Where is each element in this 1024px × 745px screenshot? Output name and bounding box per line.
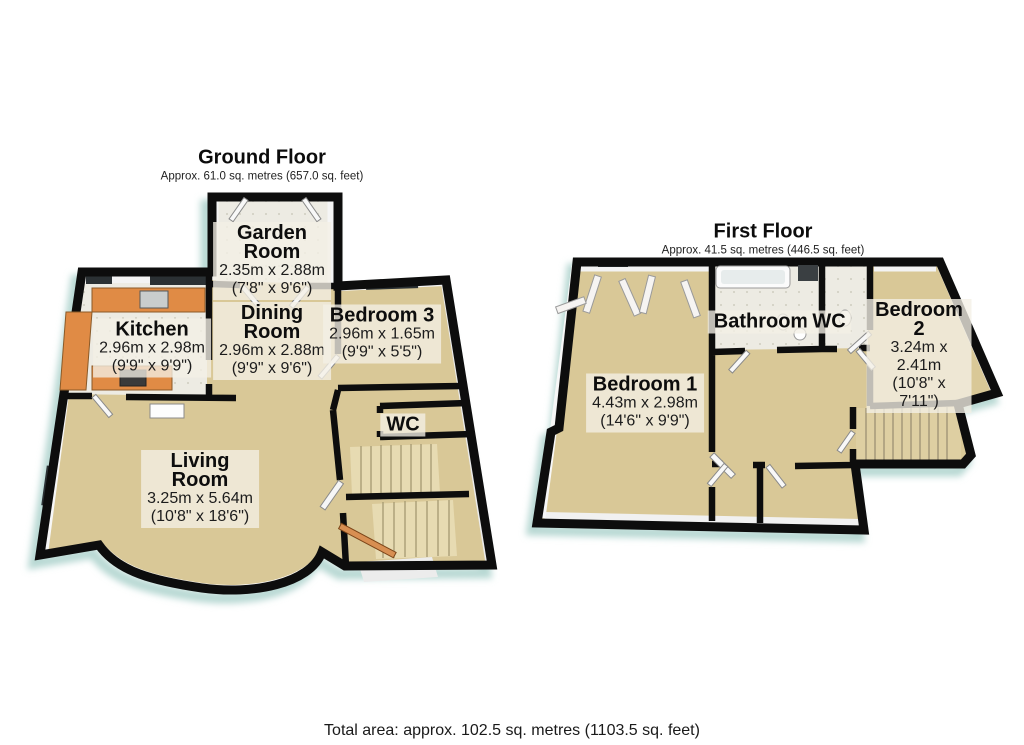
room-label-wc-first: WC: [806, 310, 852, 334]
living-door-leaf: [319, 479, 345, 511]
room-label-wc-ground: WC: [380, 413, 426, 437]
first-floor-title: First Floor: [713, 220, 813, 243]
kitchen-door-leaf: [91, 393, 114, 419]
room-name: Bedroom 3: [329, 304, 435, 327]
room-dims-metric: 4.43m x 2.98m: [592, 394, 698, 412]
room-label-living-room: Living Room 3.25m x 5.64m (10'8" x 18'6"…: [141, 450, 259, 528]
room-name: Garden Room: [236, 222, 308, 263]
total-area-text: Total area: approx. 102.5 sq. metres (11…: [324, 722, 700, 739]
room-label-bedroom2: Bedroom 2 3.24m x 2.41m (10'8" x 7'11"): [866, 299, 972, 413]
room-name: WC: [386, 413, 420, 436]
room-dims-metric: 2.96m x 1.65m: [329, 325, 435, 343]
room-name: Living Room: [170, 450, 230, 491]
garden-door-leaf: [228, 196, 249, 223]
room-name: Kitchen: [115, 318, 189, 341]
hearth: [149, 403, 185, 419]
room-name: Bathroom: [713, 310, 809, 333]
garden-door-leaf: [301, 196, 322, 223]
room-name: WC: [812, 310, 846, 333]
room-label-bedroom1: Bedroom 1 4.43m x 2.98m (14'6" x 9'9"): [586, 373, 704, 433]
room-dims-imperial: (9'9" x 9'6"): [231, 360, 313, 377]
bathroom-door-leaf: [728, 349, 751, 374]
shower: [798, 265, 818, 281]
ground-floor-stairs: [350, 444, 457, 559]
room-dims-imperial: (14'6" x 9'9"): [600, 412, 690, 430]
room-dims-metric: 3.25m x 5.64m: [147, 490, 253, 507]
kitchen-corner-window: [86, 274, 112, 284]
room-dims-imperial: (7'8" x 9'6"): [231, 280, 313, 297]
first-floor-title-block: First Floor Approx. 41.5 sq. metres (446…: [661, 220, 865, 257]
landing-door-leaf: [765, 463, 787, 489]
ground-floor-title-block: Ground Floor Approx. 61.0 sq. metres (65…: [160, 146, 364, 183]
ground-floor-subtitle: Approx. 61.0 sq. metres (657.0 sq. feet): [160, 170, 364, 183]
room-label-bedroom3: Bedroom 3 2.96m x 1.65m (9'9" x 5'5"): [323, 304, 441, 364]
front-door-leaf: [337, 522, 397, 559]
stairs-door-leaf: [836, 429, 856, 454]
room-label-garden-room: Garden Room 2.35m x 2.88m (7'8" x 9'6"): [213, 222, 331, 300]
kitchen-window: [150, 274, 206, 285]
landing-door-leaf: [706, 462, 729, 488]
ground-floor-title: Ground Floor: [198, 146, 326, 169]
room-dims-imperial: (9'9" x 5'5"): [341, 343, 423, 361]
room-dims-imperial: (9'9" x 9'9"): [111, 357, 193, 375]
first-floor-subtitle: Approx. 41.5 sq. metres (446.5 sq. feet): [661, 244, 865, 257]
room-dims-metric: 3.24m x 2.41m: [890, 339, 948, 374]
room-label-bathroom: Bathroom: [707, 310, 815, 334]
first-door-leaves: [706, 330, 877, 489]
bedroom1-wardrobes: [554, 274, 701, 319]
room-dims-imperial: (10'8" x 18'6"): [150, 508, 250, 525]
room-dims-metric: 2.96m x 2.98m: [99, 339, 205, 357]
room-dims-metric: 2.35m x 2.88m: [219, 262, 325, 279]
bathtub-basin: [721, 270, 785, 284]
room-label-kitchen: Kitchen 2.96m x 2.98m (9'9" x 9'9"): [93, 318, 211, 378]
room-name: Bedroom 2: [875, 299, 963, 340]
kitchen-sink: [139, 290, 169, 309]
ground-exterior-walls: [34, 192, 498, 595]
room-dims-metric: 2.96m x 2.88m: [219, 342, 325, 359]
room-name: Dining Room: [240, 302, 304, 343]
first-exterior-walls: [531, 257, 1004, 535]
first-floor-stairs: [856, 407, 961, 461]
room-label-dining-room: Dining Room 2.96m x 2.88m (9'9" x 9'6"): [213, 302, 331, 380]
room-name: Bedroom 1: [592, 373, 698, 396]
room-dims-imperial: (10'8" x 7'11"): [892, 375, 946, 410]
